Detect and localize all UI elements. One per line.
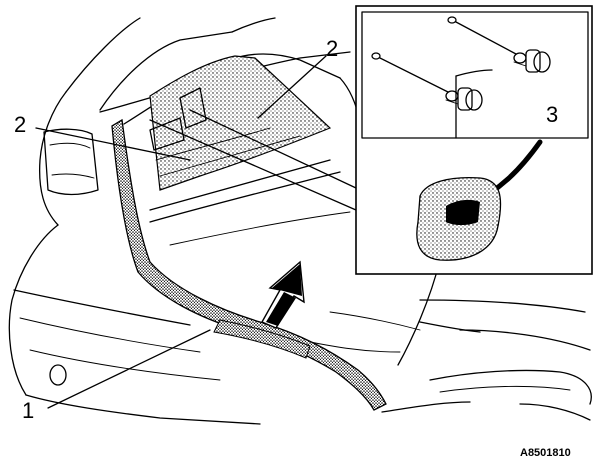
callout-seal: 1 [22, 398, 34, 423]
direction-arrow-icon [261, 260, 305, 329]
figure-reference: A8501810 [520, 447, 571, 459]
callout-clip-left: 2 [14, 112, 26, 137]
trunk-seal-strip [111, 118, 387, 411]
clip-right-icon [513, 49, 551, 73]
callout-fastener: 3 [546, 102, 558, 127]
detail-inset [355, 5, 593, 275]
car-body [8, 17, 592, 425]
clip-left-icon [445, 87, 483, 111]
callout-clip-right: 2 [326, 36, 338, 61]
